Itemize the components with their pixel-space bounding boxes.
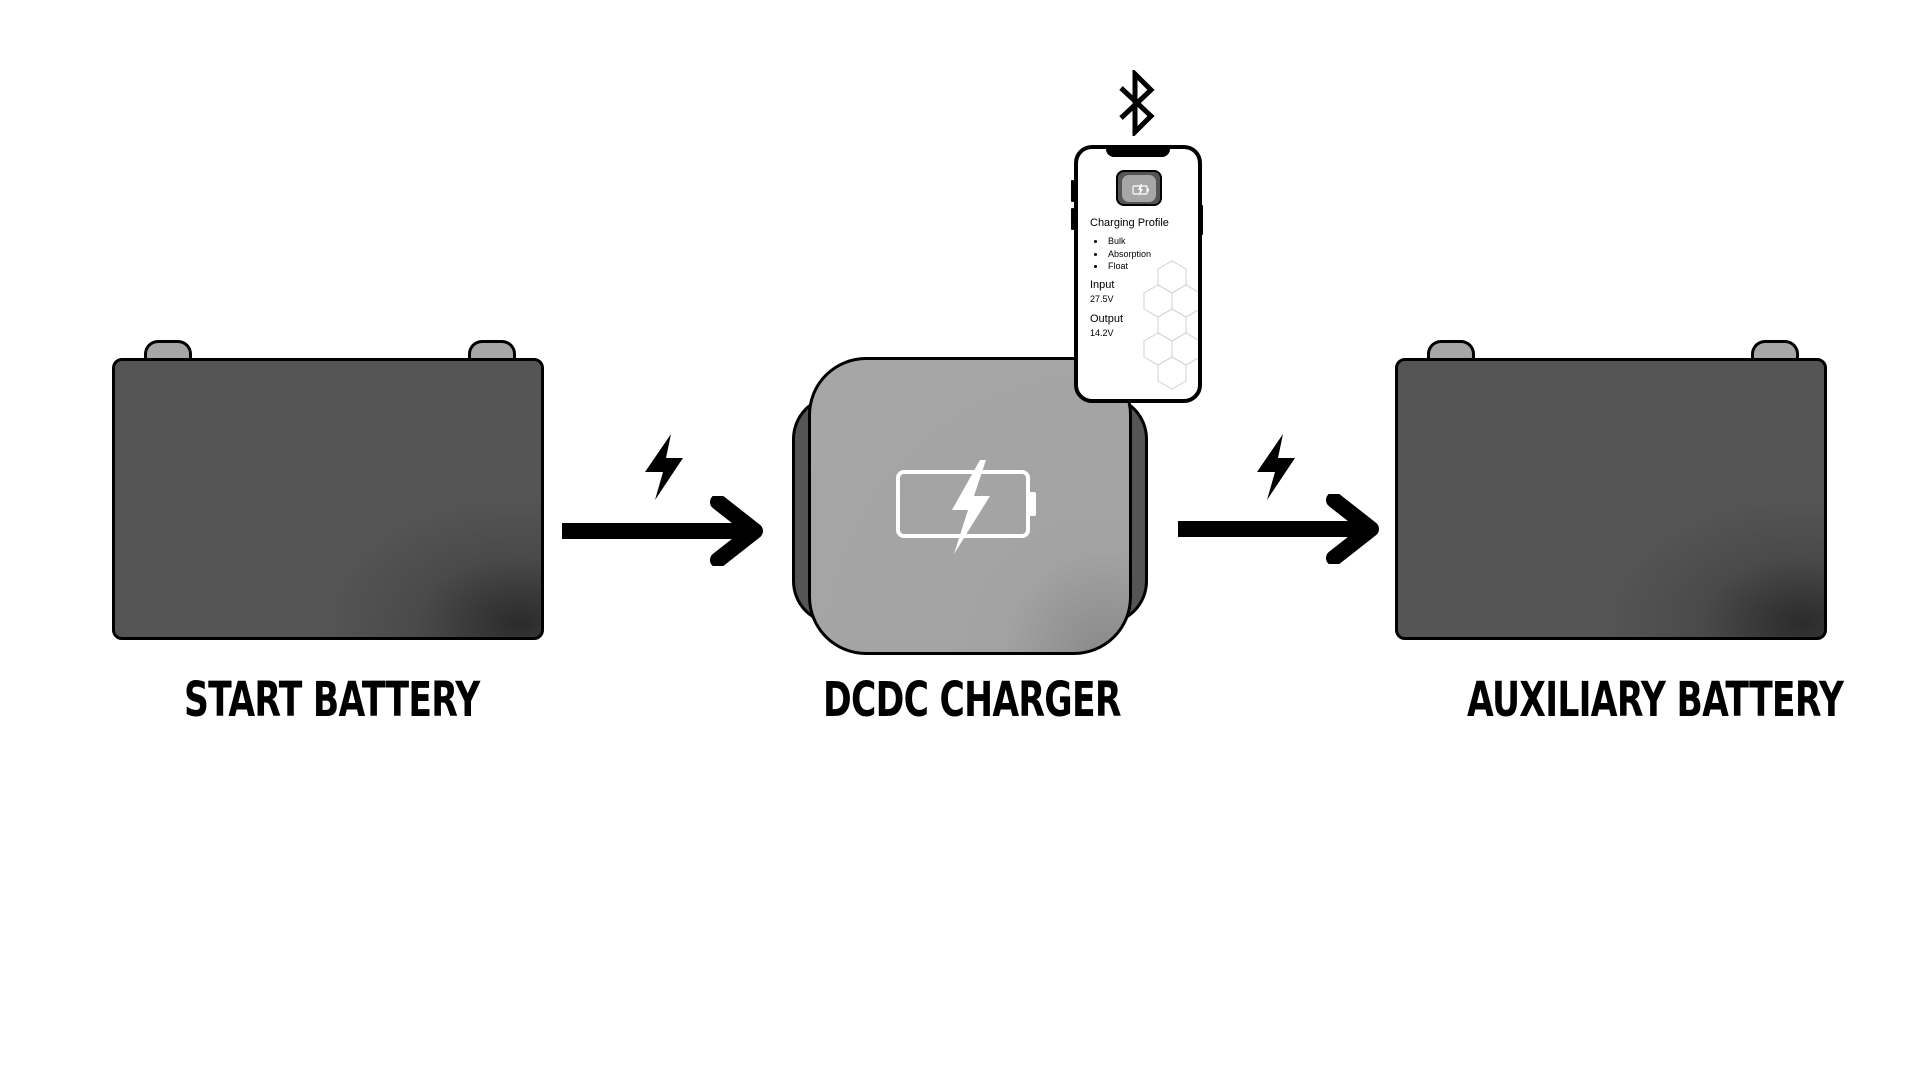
smartphone-app: Charging Profile Bulk Absorption Float I…: [1074, 145, 1202, 403]
auxiliary-battery-label: AUXILIARY BATTERY: [1467, 672, 1844, 728]
charging-stage-bulk: Bulk: [1106, 235, 1151, 248]
charging-stage-absorption: Absorption: [1106, 248, 1151, 261]
start-battery: [112, 340, 544, 640]
charging-stage-list: Bulk Absorption Float: [1090, 235, 1151, 273]
battery-charging-icon: [896, 460, 1036, 554]
hexagon-pattern: [1143, 260, 1198, 390]
lightning-bolt-icon: [645, 434, 683, 500]
arrow-right-icon: [562, 496, 763, 566]
phone-volume-button-2: [1071, 208, 1074, 230]
input-label: Input: [1090, 279, 1115, 291]
output-label: Output: [1090, 313, 1124, 325]
charger-app-icon: [1116, 170, 1162, 206]
start-battery-body: [112, 358, 544, 640]
dcdc-charger-label: DCDC CHARGER: [823, 672, 1121, 728]
charging-stage-float: Float: [1106, 260, 1151, 273]
auxiliary-battery: [1395, 340, 1827, 640]
start-battery-label: START BATTERY: [184, 672, 480, 728]
bluetooth-icon: [1119, 70, 1155, 136]
charging-profile-title: Charging Profile: [1090, 217, 1169, 229]
lightning-bolt-icon-2: [1257, 434, 1295, 500]
output-value: 14.2V: [1090, 328, 1114, 338]
auxiliary-battery-body: [1395, 358, 1827, 640]
phone-notch: [1106, 149, 1170, 157]
arrow-right-icon-2: [1178, 494, 1379, 564]
phone-volume-button: [1071, 180, 1074, 202]
input-value: 27.5V: [1090, 294, 1114, 304]
